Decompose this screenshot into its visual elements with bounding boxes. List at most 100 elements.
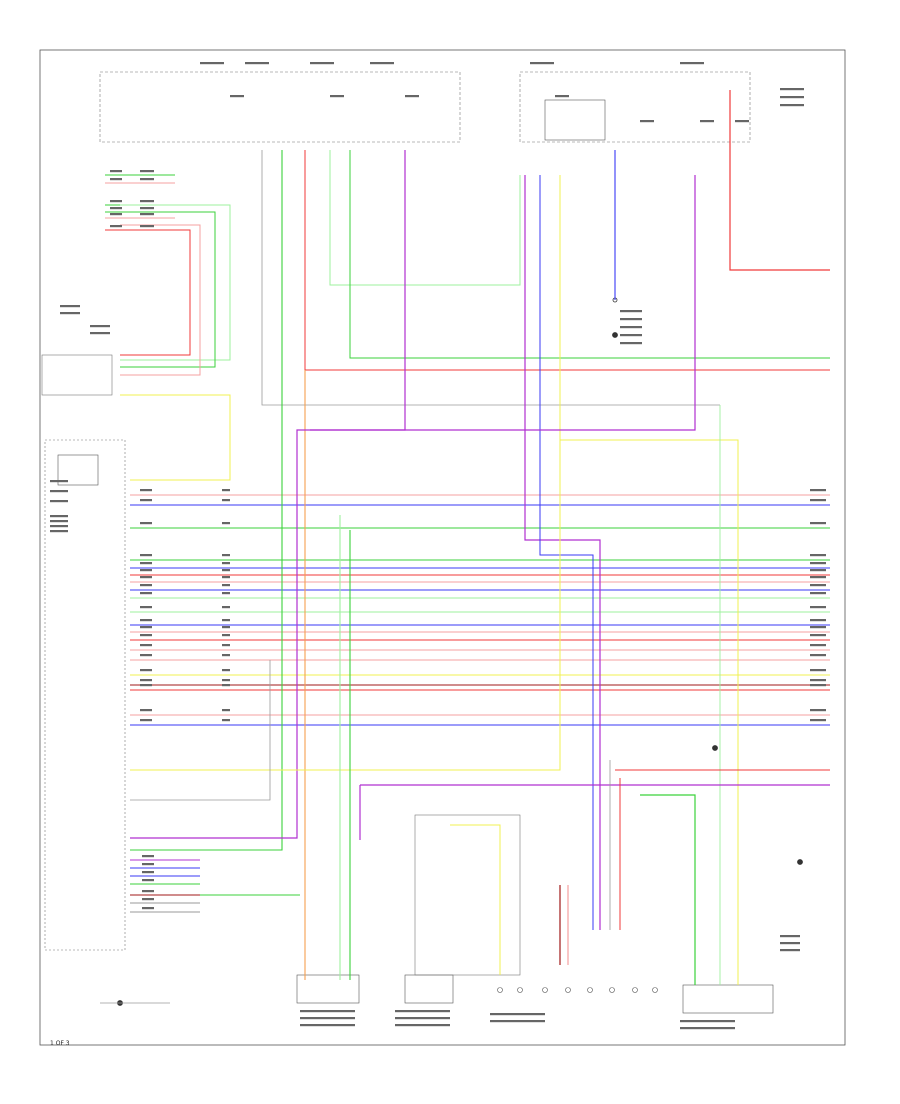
wire-label-mark xyxy=(50,500,68,503)
wire-33 xyxy=(130,150,283,851)
wire-label-mark xyxy=(222,499,230,502)
wire-label-mark xyxy=(620,334,642,337)
wire-label-mark xyxy=(222,584,230,587)
wire-label-mark xyxy=(810,684,826,687)
wire-label-mark xyxy=(142,907,154,910)
wire-label-mark xyxy=(680,62,704,65)
wire-label-mark xyxy=(810,592,826,595)
wire-label-mark xyxy=(140,719,152,722)
wire-label-mark xyxy=(110,200,122,203)
wire-label-mark xyxy=(810,654,826,657)
wire-38 xyxy=(130,150,406,839)
wire-label-mark xyxy=(222,669,230,672)
wire-label-mark xyxy=(810,499,826,502)
wire-label-mark xyxy=(140,499,152,502)
wire-27 xyxy=(120,204,231,361)
wire-label-mark xyxy=(680,1020,735,1023)
wire-label-mark xyxy=(300,1017,355,1020)
fuse-box-outline xyxy=(99,71,461,143)
wire-label-mark xyxy=(50,480,68,483)
wire-label-mark xyxy=(60,305,80,308)
wire-label-mark xyxy=(50,525,68,528)
wire-label-mark xyxy=(222,562,230,565)
wire-label-mark xyxy=(810,562,826,565)
wire-55 xyxy=(450,824,501,975)
wire-44 xyxy=(729,90,830,271)
wire-label-mark xyxy=(140,684,152,687)
wire-label-mark xyxy=(620,318,642,321)
page-indicator: 1 OF 3 xyxy=(50,1040,70,1047)
wire-label-mark xyxy=(810,669,826,672)
wire-label-mark xyxy=(222,684,230,687)
wire-29 xyxy=(120,224,201,376)
wire-label-mark xyxy=(110,207,122,210)
wire-label-mark xyxy=(780,949,800,952)
wire-label-mark xyxy=(395,1024,450,1027)
wire-label-mark xyxy=(140,200,154,203)
wire-label-mark xyxy=(140,554,152,557)
wire-30 xyxy=(120,229,191,356)
wire-label-mark xyxy=(555,95,569,98)
wire-label-mark xyxy=(140,592,152,595)
wire-31 xyxy=(120,394,231,481)
bottom-connector-pins xyxy=(497,987,658,993)
wire-label-mark xyxy=(245,62,269,65)
wire-label-mark xyxy=(140,584,152,587)
wire-58 xyxy=(130,660,271,801)
wire-label-mark xyxy=(140,207,154,210)
wire-label-mark xyxy=(222,576,230,579)
wire-label-mark xyxy=(310,62,334,65)
diagram-border xyxy=(39,49,846,1046)
wire-label-mark xyxy=(90,332,110,335)
wire-label-mark xyxy=(142,879,154,882)
wire-label-mark xyxy=(620,310,642,313)
wire-label-mark xyxy=(810,554,826,557)
wire-label-mark xyxy=(780,942,800,945)
wire-label-mark xyxy=(50,530,68,533)
wire-label-mark xyxy=(222,679,230,682)
main-control-module xyxy=(44,439,126,951)
wire-label-mark xyxy=(140,576,152,579)
wires-group xyxy=(100,90,830,1004)
wire-label-mark xyxy=(140,654,152,657)
label-marks-group xyxy=(50,62,826,1030)
wire-28 xyxy=(120,211,216,368)
wire-label-mark xyxy=(140,569,152,572)
wire-label-mark xyxy=(60,312,80,315)
wire-label-mark xyxy=(700,120,714,123)
wire-label-mark xyxy=(810,634,826,637)
wire-label-mark xyxy=(110,225,122,228)
wire-label-mark xyxy=(680,1027,735,1030)
wire-label-mark xyxy=(50,520,68,523)
wire-label-mark xyxy=(810,719,826,722)
wire-label-mark xyxy=(222,709,230,712)
wire-label-mark xyxy=(780,935,800,938)
wire-label-mark xyxy=(230,95,244,98)
wire-label-mark xyxy=(222,522,230,525)
wire-label-mark xyxy=(810,626,826,629)
wire-label-mark xyxy=(110,178,122,181)
wire-label-mark xyxy=(142,863,154,866)
wire-label-mark xyxy=(140,626,152,629)
wire-label-mark xyxy=(222,634,230,637)
wire-label-mark xyxy=(810,569,826,572)
wire-label-mark xyxy=(810,584,826,587)
wire-34 xyxy=(304,150,830,371)
wire-label-mark xyxy=(810,709,826,712)
wire-label-mark xyxy=(620,326,642,329)
wire-label-mark xyxy=(780,88,804,91)
wire-label-mark xyxy=(110,170,122,173)
wire-45 xyxy=(560,439,739,985)
wire-label-mark xyxy=(140,522,152,525)
wire-label-mark xyxy=(810,619,826,622)
wire-label-mark xyxy=(140,489,152,492)
wire-label-mark xyxy=(140,178,154,181)
wire-label-mark xyxy=(140,709,152,712)
wire-label-mark xyxy=(222,569,230,572)
wire-label-mark xyxy=(780,104,804,107)
component-box-3 xyxy=(682,984,774,1014)
relay-component xyxy=(544,99,606,141)
wire-label-mark xyxy=(142,855,154,858)
wire-label-mark xyxy=(222,626,230,629)
